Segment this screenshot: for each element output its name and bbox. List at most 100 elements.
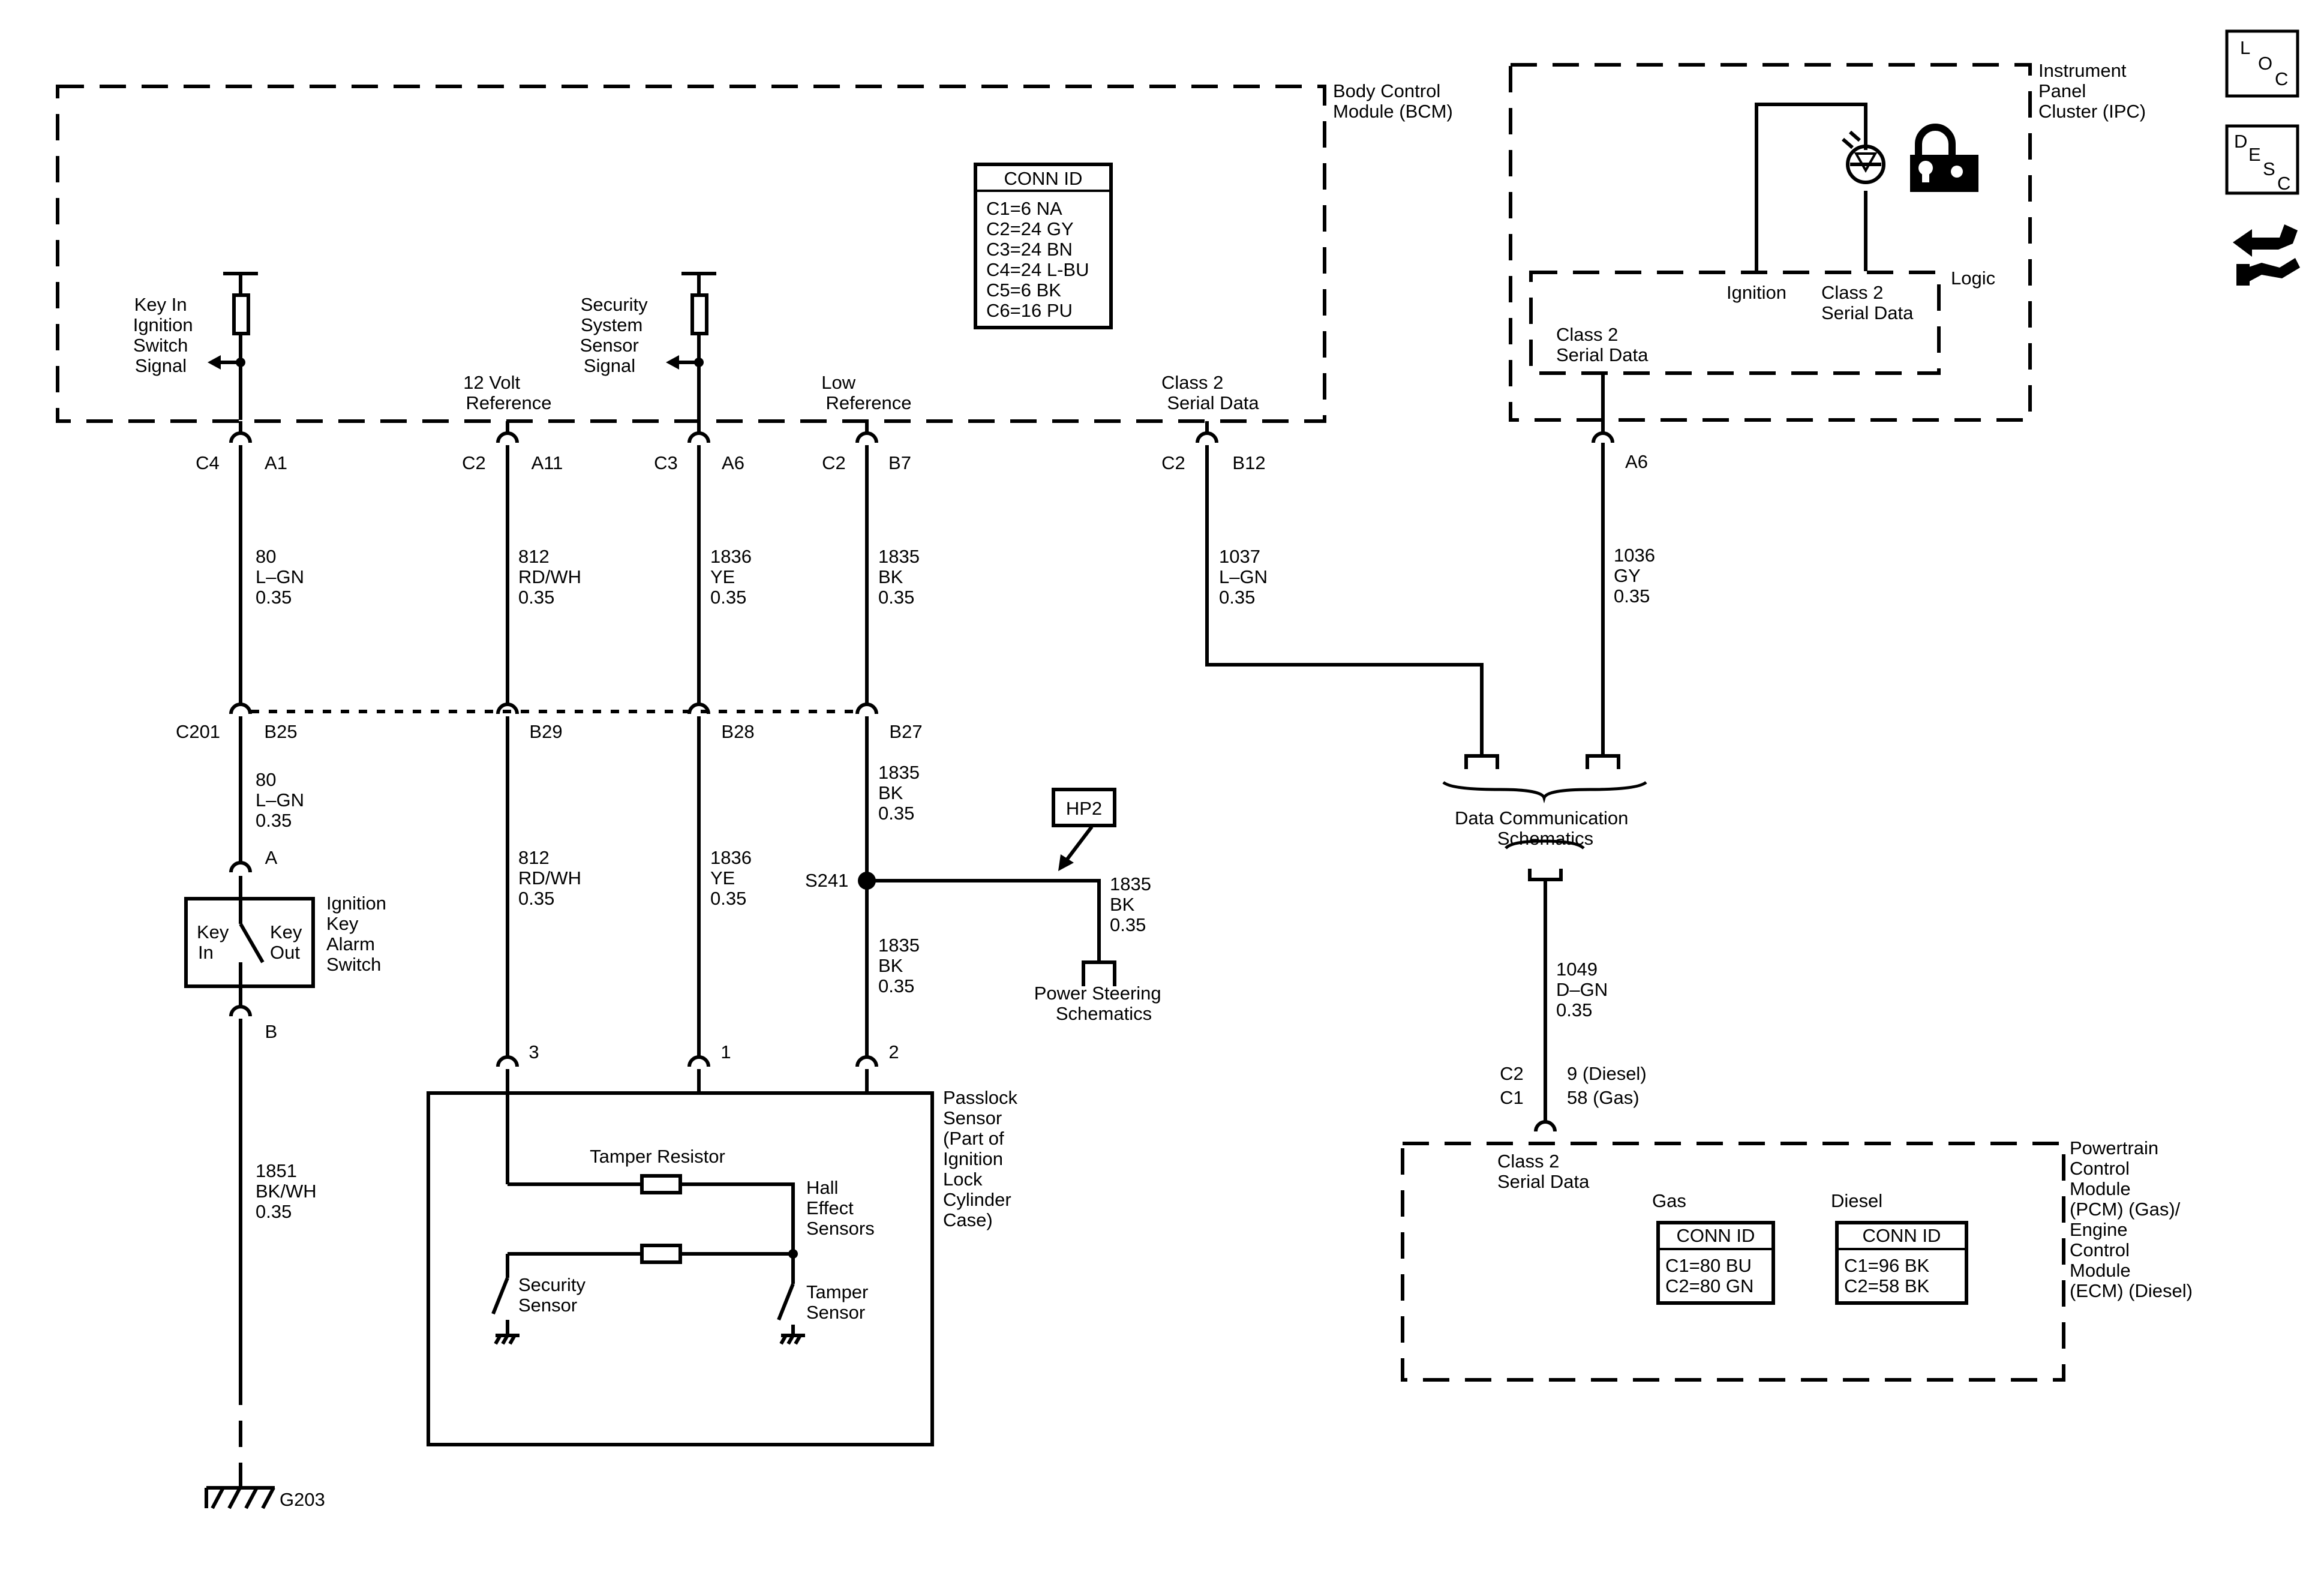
power-steering-connector-icon xyxy=(1082,960,1116,986)
wire-812-top: 812 RD/WH 0.35 xyxy=(518,546,587,608)
pin-b29: B29 xyxy=(529,721,562,742)
pcm-ecm-module: C2 C1 9 (Diesel) 58 (Gas) Class 2 Serial… xyxy=(1401,1063,2193,1382)
pin-conn-c3: C3 xyxy=(654,452,678,473)
passlock-pin-3: 3 xyxy=(529,1041,539,1062)
bcm-class2-label: Class 2 Serial Data xyxy=(1161,372,1259,413)
passlock-sensor: 3 1 2 Tamper Resistor Hall xyxy=(427,1041,1023,1446)
c201-connector: C201 B25 B29 B28 B27 xyxy=(176,704,923,742)
pcm-conn-c1: C1 xyxy=(1500,1087,1524,1108)
power-steering-label: Power Steering Schematics xyxy=(1034,983,1167,1024)
splice-s241-label: S241 xyxy=(805,870,848,891)
svg-text:C: C xyxy=(2275,68,2288,89)
wire-1836-mid: 1836 YE 0.35 xyxy=(710,847,757,909)
security-signal-label: Security System Sensor Signal xyxy=(580,294,653,376)
passlock-pin-2: 2 xyxy=(888,1041,899,1062)
wire-1836-top: 1836 YE 0.35 xyxy=(710,546,757,608)
passlock-pin-1: 1 xyxy=(720,1041,731,1062)
pcm-title: Powertrain Control Module (PCM) (Gas)/ E… xyxy=(2070,1137,2193,1301)
data-comm-label: Data Communication Schematics xyxy=(1455,807,1634,849)
pin-a6: A6 xyxy=(722,452,744,473)
conn-id-rows: C1=6 NA C2=24 GY C3=24 BN C4=24 L-BU C5=… xyxy=(986,198,1094,321)
pin-b12: B12 xyxy=(1232,452,1265,473)
pin-b7: B7 xyxy=(888,452,911,473)
ipc-ignition-label: Ignition xyxy=(1727,282,1786,303)
pcm-diesel-conn-id-table: CONN ID C1=96 BK C2=58 BK xyxy=(1835,1221,1968,1305)
ipc-class2-inner-label: Class 2 Serial Data xyxy=(1821,282,1914,323)
splice-s241 xyxy=(858,872,1101,962)
c201-label: C201 xyxy=(176,721,220,742)
hp2-reference: HP2 xyxy=(1052,788,1116,871)
hp2-label: HP2 xyxy=(1066,798,1102,819)
wire-1049: 1049 D–GN 0.35 xyxy=(1556,959,1613,1020)
wire-812-mid: 812 RD/WH 0.35 xyxy=(518,847,587,909)
ground-g203-label: G203 xyxy=(280,1489,325,1510)
pcm-pin-diesel: 9 (Diesel) xyxy=(1567,1063,1647,1084)
svg-text:L: L xyxy=(2240,37,2250,58)
wire-1037: 1037 L–GN 0.35 xyxy=(1219,546,1273,608)
svg-text:O: O xyxy=(2258,53,2272,74)
ipc-pin-a6: A6 xyxy=(1625,451,1648,472)
svg-text:CONN ID: CONN ID xyxy=(1863,1225,1941,1246)
hall-effect-label: Hall Effect Sensors xyxy=(806,1177,875,1239)
svg-text:E: E xyxy=(2248,144,2261,165)
key-in-pullup-resistor xyxy=(208,272,258,420)
pcm-diesel-label: Diesel xyxy=(1831,1190,1882,1211)
top-wires xyxy=(239,443,1605,756)
ipc-class2-outer-label: Class 2 Serial Data xyxy=(1556,324,1649,365)
security-pullup-resistor xyxy=(666,272,716,420)
wire-1835-mid: 1835 BK 0.35 xyxy=(878,762,925,824)
connector-location-icon[interactable] xyxy=(2233,224,2300,286)
wire-80-top: 80 L–GN 0.35 xyxy=(256,546,310,608)
pcm-class2-label: Class 2 Serial Data xyxy=(1497,1151,1590,1192)
bcm-connectors: C4 A1 C2 A11 C3 A6 C2 B7 C2 B12 xyxy=(196,421,1266,473)
bcm-title: Body Control Module (BCM) xyxy=(1333,80,1453,122)
key-in-signal-label: Key In Ignition Switch Signal xyxy=(133,294,199,376)
ground-g203-icon xyxy=(205,1486,275,1509)
desc-icon[interactable]: D E S C xyxy=(2225,124,2299,195)
svg-text:C: C xyxy=(2277,173,2290,194)
pin-b27: B27 xyxy=(889,721,922,742)
switch-pin-a: A xyxy=(265,847,278,868)
padlock-icon xyxy=(1910,124,1978,192)
svg-text:C1=96 BK C2=58 BK: C1=96 BK C2=58 BK xyxy=(1844,1255,1935,1296)
svg-text:CONN ID: CONN ID xyxy=(1677,1225,1755,1246)
pin-a1: A1 xyxy=(265,452,287,473)
switch-pin-b: B xyxy=(265,1021,278,1042)
low-ref-label: Low Reference xyxy=(821,372,911,413)
wire-1851: 1851 BK/WH 0.35 xyxy=(256,1160,322,1222)
bcm-module: Body Control Module (BCM) CONN ID C1=6 N… xyxy=(56,80,1453,423)
loc-icon[interactable]: L O C xyxy=(2225,29,2299,98)
pcm-gas-conn-id-table: CONN ID C1=80 BU C2=80 GN xyxy=(1656,1221,1775,1305)
svg-text:D: D xyxy=(2234,131,2247,152)
pin-a11: A11 xyxy=(532,452,563,473)
pin-conn-c2-b: C2 xyxy=(822,452,846,473)
ignition-key-alarm-switch: A Key In Key Out Ignition Key Alarm Swit… xyxy=(184,847,392,1042)
svg-text:C1=80 BU C2=80 GN: C1=80 BU C2=80 GN xyxy=(1665,1255,1757,1296)
pcm-gas-label: Gas xyxy=(1652,1190,1686,1211)
wire-1835-top: 1835 BK 0.35 xyxy=(878,546,925,608)
switch-key-in: Key In xyxy=(197,921,234,963)
wire-1835-low: 1835 BK 0.35 xyxy=(878,935,925,996)
passlock-title: Passlock Sensor (Part of Ignition Lock C… xyxy=(943,1087,1023,1230)
pin-conn-c2-a: C2 xyxy=(462,452,486,473)
tamper-sensor-label: Tamper Sensor xyxy=(806,1281,873,1323)
switch-key-out: Key Out xyxy=(270,921,307,963)
security-lamp-icon xyxy=(1842,130,1885,184)
wire-1835-hp2: 1835 BK 0.35 xyxy=(1110,873,1157,935)
bcm-conn-id-table: CONN ID C1=6 NA C2=24 GY C3=24 BN C4=24 … xyxy=(974,163,1113,329)
switch-title: Ignition Key Alarm Switch xyxy=(326,893,392,975)
security-sensor-label: Security Sensor xyxy=(518,1274,591,1316)
wire-80-mid: 80 L–GN 0.35 xyxy=(256,769,310,831)
ref-12v-label: 12 Volt Reference xyxy=(463,372,551,413)
tamper-resistor-label: Tamper Resistor xyxy=(590,1146,725,1167)
ipc-logic-label: Logic xyxy=(1951,268,1995,289)
conn-id-header: CONN ID xyxy=(1004,168,1083,189)
pin-conn-c2-c: C2 xyxy=(1161,452,1185,473)
ipc-module: Instrument Panel Cluster (IPC) Logic Ign… xyxy=(1509,60,2146,472)
pcm-pin-gas: 58 (Gas) xyxy=(1567,1087,1640,1108)
pin-conn-c4: C4 xyxy=(196,452,220,473)
pin-b25: B25 xyxy=(264,721,297,742)
pin-b28: B28 xyxy=(721,721,754,742)
ipc-title: Instrument Panel Cluster (IPC) xyxy=(2038,60,2146,122)
